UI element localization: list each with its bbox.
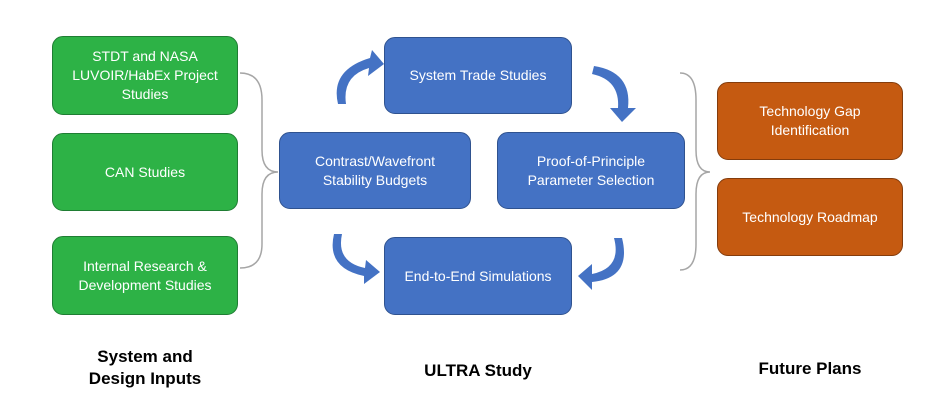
study-heading-label: ULTRA Study <box>424 361 532 380</box>
study-box-proof-of-principle-label: Proof-of-Principle Parameter Selection <box>528 152 655 190</box>
study-box-contrast-wavefront-line2: Stability Budgets <box>322 171 428 188</box>
plans-heading-label: Future Plans <box>758 359 862 378</box>
arrow-bottom-right-icon <box>578 238 624 290</box>
inputs-heading-line2: Design Inputs <box>88 369 202 388</box>
study-box-proof-of-principle-line1: Proof-of-Principle <box>536 152 646 169</box>
input-box-internal-research-label: Internal Research & Development Studies <box>78 257 212 293</box>
inputs-brace <box>239 72 279 269</box>
plans-box-technology-gap: Technology Gap Identification <box>717 82 903 160</box>
plans-heading: Future Plans <box>710 358 910 380</box>
input-box-can-studies: CAN Studies <box>52 133 238 211</box>
study-heading: ULTRA Study <box>388 360 568 382</box>
study-box-system-trade-label: System Trade Studies <box>409 67 547 83</box>
input-box-stdt-nasa-label: STDT and NASA LUVOIR/HabEx Project Studi… <box>72 48 218 102</box>
study-box-end-to-end: End-to-End Simulations <box>384 237 572 315</box>
plans-box-technology-roadmap-label: Technology Roadmap <box>742 208 878 225</box>
inputs-heading-line1: System and <box>97 347 193 366</box>
outputs-brace <box>679 72 711 271</box>
study-box-end-to-end-label: End-to-End Simulations <box>404 267 552 284</box>
arrow-bottom-left-icon <box>332 234 380 284</box>
plans-box-technology-roadmap: Technology Roadmap <box>717 178 903 256</box>
study-box-contrast-wavefront: Contrast/Wavefront Stability Budgets <box>279 132 471 209</box>
input-box-internal-research: Internal Research & Development Studies <box>52 236 238 315</box>
cycle-arrows <box>332 50 636 290</box>
plans-box-technology-gap-label: Technology Gap Identification <box>759 103 861 138</box>
study-box-contrast-wavefront-label: Contrast/Wavefront Stability Budgets <box>315 152 435 190</box>
input-box-stdt-nasa: STDT and NASA LUVOIR/HabEx Project Studi… <box>52 36 238 115</box>
input-box-can-studies-label: CAN Studies <box>104 163 186 180</box>
study-box-proof-of-principle-line2: Parameter Selection <box>527 171 655 188</box>
arrow-top-right-icon <box>592 66 636 122</box>
arrow-top-left-icon <box>336 50 384 104</box>
inputs-heading: System and Design Inputs <box>45 346 245 390</box>
study-box-proof-of-principle: Proof-of-Principle Parameter Selection <box>497 132 685 209</box>
study-box-system-trade: System Trade Studies <box>384 37 572 114</box>
study-box-contrast-wavefront-line1: Contrast/Wavefront <box>314 152 436 169</box>
